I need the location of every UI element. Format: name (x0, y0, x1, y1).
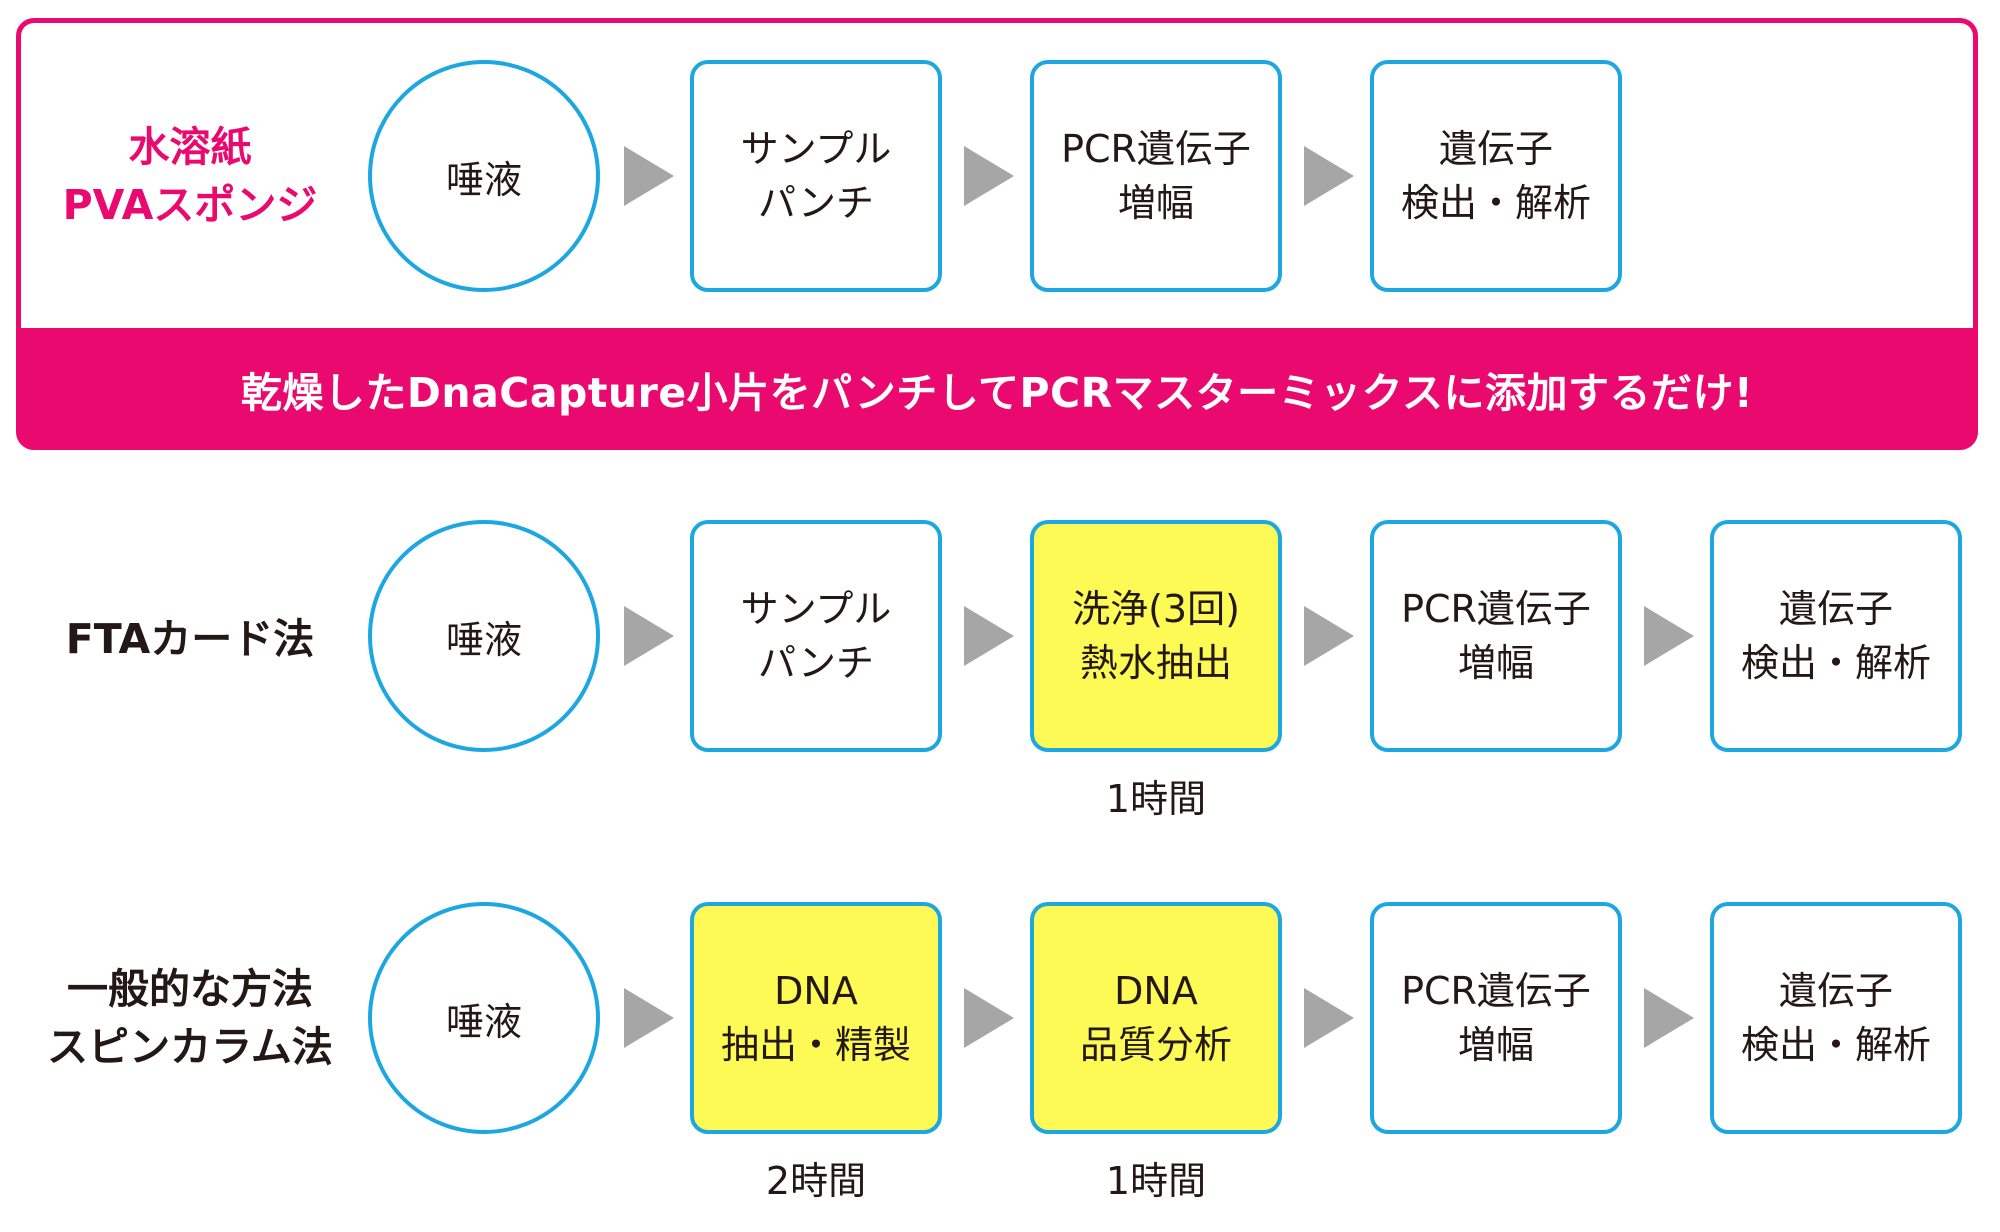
step-box-highlight: DNA 品質分析 (1030, 902, 1282, 1134)
step-box: サンプル パンチ (690, 520, 942, 752)
arrow-right-icon (1304, 988, 1354, 1048)
step-duration: 2時間 (765, 1159, 867, 1203)
step-box: 遺伝子 検出・解析 (1370, 60, 1622, 292)
row-label-pva: 水溶紙 PVAスポンジ (20, 118, 360, 234)
arrow-right-icon (964, 988, 1014, 1048)
step-box: PCR遺伝子 増幅 (1370, 902, 1622, 1134)
arrow-right-icon (624, 988, 674, 1048)
step-line: 増幅 (1457, 641, 1534, 685)
step-line: PCR遺伝子 (1401, 969, 1591, 1013)
row-label-line: 水溶紙 (128, 123, 252, 171)
step-line: 増幅 (1117, 181, 1194, 225)
step-line: PCR遺伝子 (1061, 127, 1251, 171)
step-line: 遺伝子 (1778, 587, 1893, 631)
saliva-circle: 唾液 (368, 60, 600, 292)
step-box: サンプル パンチ (690, 60, 942, 292)
row-label-line: スピンカラム法 (47, 1023, 333, 1071)
row-label-fta: FTAカード法 (20, 610, 360, 668)
row-label-line: PVAスポンジ (62, 181, 318, 229)
step-line: パンチ (758, 641, 874, 685)
step-box-highlight: 洗浄(3回) 熱水抽出 (1030, 520, 1282, 752)
step-line: 洗浄(3回) (1072, 587, 1240, 631)
step-box: PCR遺伝子 増幅 (1370, 520, 1622, 752)
arrow-right-icon (1304, 146, 1354, 206)
step-line: 遺伝子 (1438, 127, 1553, 171)
step-line: DNA (774, 969, 858, 1013)
step-line: 品質分析 (1079, 1023, 1232, 1067)
simple-method-frame: 乾燥したDnaCapture小片をパンチしてPCRマスターミックスに添加するだけ… (16, 18, 1978, 450)
row-label-line: FTAカード法 (65, 615, 315, 663)
arrow-right-icon (1304, 606, 1354, 666)
step-line: PCR遺伝子 (1401, 587, 1591, 631)
step-line: 検出・解析 (1400, 181, 1591, 225)
step-box-highlight: DNA 抽出・精製 (690, 902, 942, 1134)
arrow-right-icon (1644, 606, 1694, 666)
step-duration: 1時間 (1105, 1159, 1207, 1203)
row-label-spin-column: 一般的な方法 スピンカラム法 (20, 960, 360, 1076)
step-line: DNA (1114, 969, 1198, 1013)
saliva-circle: 唾液 (368, 902, 600, 1134)
step-box: 遺伝子 検出・解析 (1710, 520, 1962, 752)
step-line: 抽出・精製 (720, 1023, 911, 1067)
row-label-line: 一般的な方法 (67, 965, 313, 1013)
step-line: サンプル (740, 127, 892, 171)
step-line: 検出・解析 (1740, 1023, 1931, 1067)
step-line: 遺伝子 (1778, 969, 1893, 1013)
summary-banner: 乾燥したDnaCapture小片をパンチしてPCRマスターミックスに添加するだけ… (240, 369, 1754, 417)
step-line: 熱水抽出 (1079, 641, 1232, 685)
step-box: 遺伝子 検出・解析 (1710, 902, 1962, 1134)
step-duration: 1時間 (1105, 777, 1207, 821)
arrow-right-icon (624, 606, 674, 666)
step-box: PCR遺伝子 増幅 (1030, 60, 1282, 292)
arrow-right-icon (964, 146, 1014, 206)
arrow-right-icon (964, 606, 1014, 666)
arrow-right-icon (624, 146, 674, 206)
step-line: パンチ (758, 181, 874, 225)
arrow-right-icon (1644, 988, 1694, 1048)
step-line: 増幅 (1457, 1023, 1534, 1067)
step-line: 検出・解析 (1740, 641, 1931, 685)
step-line: サンプル (740, 587, 892, 631)
saliva-circle: 唾液 (368, 520, 600, 752)
